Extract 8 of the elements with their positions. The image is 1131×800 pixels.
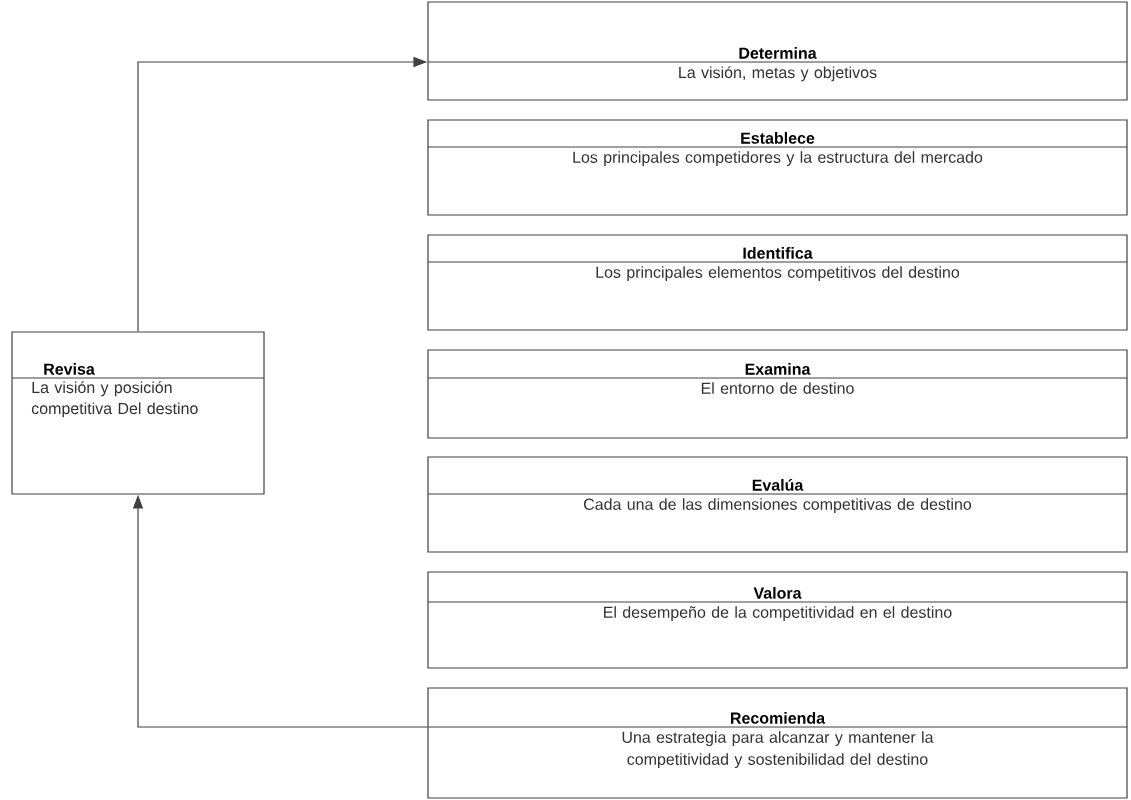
process-box: Examina El entorno de destino (427, 349, 1128, 439)
process-box: Evalúa Cada una de las dimensiones competitivas de destino (427, 456, 1128, 553)
process-box: Valora El desempeño de la competitividad en el destino (427, 571, 1128, 669)
process-box: Identifica Los principales elementos competitivos del destino (427, 234, 1128, 331)
process-box: Establece Los principales competidores y la estructura del mercado (427, 119, 1128, 216)
process-box: Recomienda Una estrategia para alcanzar y mantener la competitividad y sostenibilidad del destino (427, 687, 1128, 799)
process-box: Determina La visión, metas y objetivos (427, 1, 1128, 101)
process-box: Revisa La visión y posición competitiva Del destino (11, 331, 265, 495)
